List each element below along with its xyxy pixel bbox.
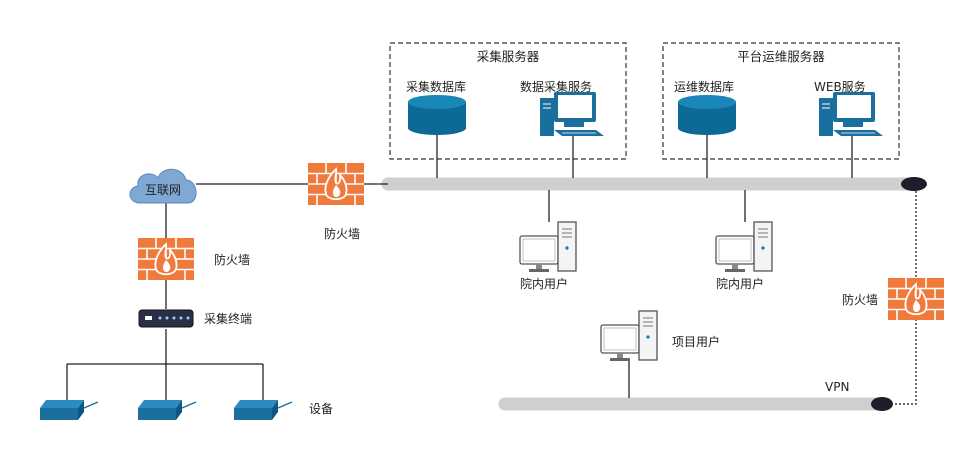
project-user-label: 项目用户: [672, 334, 720, 349]
vpn-bus-end-cap: [871, 397, 893, 411]
firewall-main-icon: [307, 162, 365, 206]
ops-servers-title: 平台运维服务器: [737, 49, 825, 64]
hospital-user-2-label: 院内用户: [716, 276, 764, 291]
firewall-left-label: 防火墙: [214, 252, 250, 267]
project-user-computer-icon: [600, 310, 658, 362]
hospital-user-1-computer-icon: [519, 221, 577, 273]
vpn-dotted-link: [892, 191, 917, 405]
device-icon-1: [39, 399, 99, 421]
firewall-main-label: 防火墙: [324, 226, 360, 241]
collect-terminal-icon: [138, 309, 194, 328]
web-service-label: WEB服务: [814, 79, 866, 94]
vpn-label: VPN: [825, 380, 849, 394]
collect-database-label: 采集数据库: [406, 79, 466, 94]
internet-label: 互联网: [145, 183, 181, 197]
web-service-server-icon: [818, 91, 884, 137]
firewall-vpn-label: 防火墙: [842, 292, 878, 307]
collect-database-icon: [408, 95, 466, 135]
collect-servers-title: 采集服务器: [477, 49, 540, 64]
device-icon-3: [233, 399, 293, 421]
hospital-user-1-label: 院内用户: [520, 276, 568, 291]
ops-database-icon: [678, 95, 736, 135]
ops-database-label: 运维数据库: [674, 79, 734, 94]
devices-label: 设备: [309, 402, 333, 416]
hospital-user-2-computer-icon: [715, 221, 773, 273]
firewall-vpn-icon: [887, 277, 945, 321]
collect-terminal-label: 采集终端: [204, 311, 252, 326]
collect-service-server-icon: [539, 91, 605, 137]
device-icon-2: [137, 399, 197, 421]
collect-service-label: 数据采集服务: [520, 79, 592, 94]
main-bus-end-cap: [901, 177, 927, 191]
cloud-icon: [129, 168, 197, 204]
firewall-left-icon: [137, 237, 195, 281]
